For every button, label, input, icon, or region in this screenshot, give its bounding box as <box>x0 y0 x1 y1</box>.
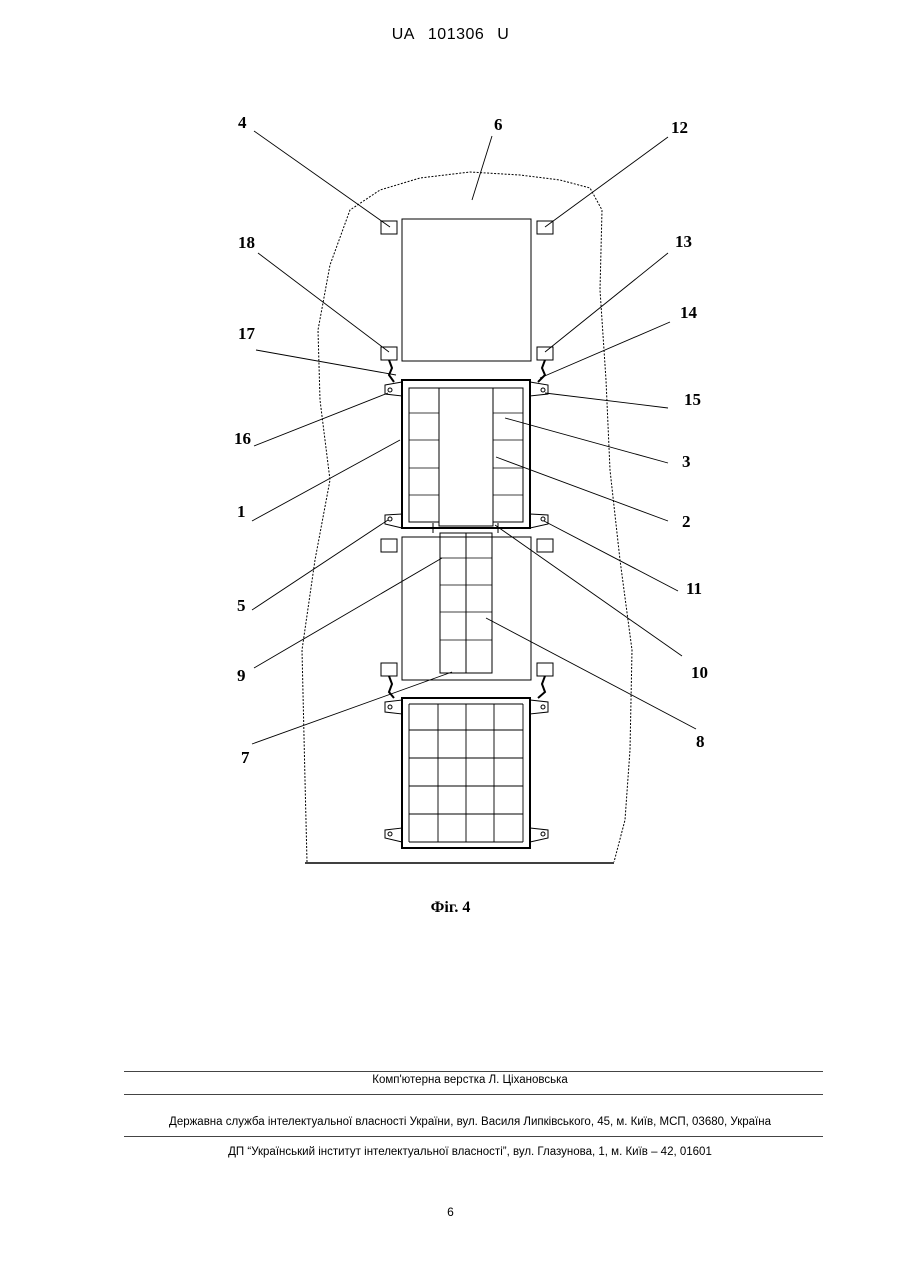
label-2: 2 <box>682 512 691 531</box>
patent-drawing: 4 6 12 18 13 17 14 16 15 3 1 2 5 11 9 10… <box>0 0 901 900</box>
label-9: 9 <box>237 666 246 685</box>
footer-divider-middle <box>124 1094 823 1095</box>
terrain-outline <box>302 172 632 862</box>
page-number: 6 <box>0 1205 901 1219</box>
label-3: 3 <box>682 452 691 471</box>
label-12: 12 <box>671 118 688 137</box>
label-13: 13 <box>675 232 692 251</box>
frame-1 <box>402 380 530 528</box>
footer-divider-top <box>124 1071 823 1072</box>
footer-divider-bottom <box>124 1136 823 1137</box>
label-10: 10 <box>691 663 708 682</box>
label-1: 1 <box>237 502 246 521</box>
agency-address: Державна служба інтелектуальної власност… <box>100 1116 840 1128</box>
label-14: 14 <box>680 303 698 322</box>
layout-credit: Комп'ютерна верстка Л. Ціхановська <box>100 1074 840 1086</box>
top-plate <box>402 219 531 361</box>
label-7: 7 <box>241 748 250 767</box>
label-5: 5 <box>237 596 246 615</box>
label-18: 18 <box>238 233 255 252</box>
label-6: 6 <box>494 115 503 134</box>
institute-address: ДП “Український інститут інтелектуальної… <box>100 1146 840 1158</box>
label-11: 11 <box>686 579 702 598</box>
label-15: 15 <box>684 390 701 409</box>
figure-caption: Фіг. 4 <box>0 899 901 917</box>
label-16: 16 <box>234 429 251 448</box>
label-4: 4 <box>238 113 247 132</box>
label-8: 8 <box>696 732 705 751</box>
label-17: 17 <box>238 324 256 343</box>
